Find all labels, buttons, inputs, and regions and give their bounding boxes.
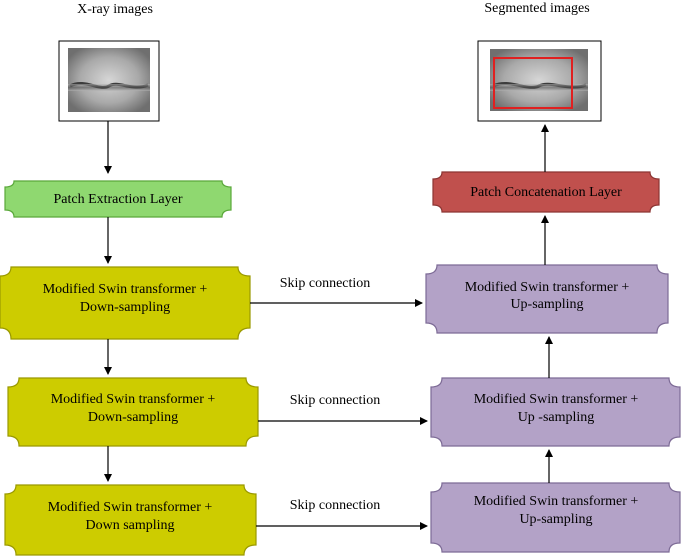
patch-concatenation-label: Patch Concatenation Layer <box>470 185 622 200</box>
up-sampling-block-2: Modified Swin transformer + Up -sampling <box>430 377 681 447</box>
xray-images-header: X-ray images <box>77 2 153 17</box>
segmentation-highlight-box <box>493 57 573 109</box>
patch-extraction-layer: Patch Extraction Layer <box>4 180 232 218</box>
up-2-line-1: Modified Swin transformer + <box>474 392 639 407</box>
skip-connection-label-3: Skip connection <box>290 498 381 513</box>
patch-concatenation-layer: Patch Concatenation Layer <box>432 171 660 213</box>
down-3-line-1: Modified Swin transformer + <box>48 500 213 515</box>
down-2-line-2: Down-sampling <box>88 410 178 425</box>
skip-connection-label-1: Skip connection <box>280 276 371 291</box>
patch-extraction-label: Patch Extraction Layer <box>53 192 182 207</box>
skip-connection-label-2: Skip connection <box>290 393 381 408</box>
up-3-line-1: Modified Swin transformer + <box>474 494 639 509</box>
up-3-line-2: Up-sampling <box>519 512 592 527</box>
down-2-line-1: Modified Swin transformer + <box>51 392 216 407</box>
down-sampling-block-3: Modified Swin transformer + Down samplin… <box>4 484 257 556</box>
down-sampling-block-2: Modified Swin transformer + Down-samplin… <box>7 377 259 447</box>
input-xray-image <box>58 40 160 122</box>
up-sampling-block-1: Modified Swin transformer + Up-sampling <box>425 264 669 334</box>
down-1-line-2: Down-sampling <box>80 300 170 315</box>
segmented-images-header: Segmented images <box>484 1 589 16</box>
up-1-line-1: Modified Swin transformer + <box>465 280 630 295</box>
down-1-line-1: Modified Swin transformer + <box>43 282 208 297</box>
output-segmented-image <box>477 40 602 122</box>
down-3-line-2: Down sampling <box>85 518 174 533</box>
up-1-line-2: Up-sampling <box>510 297 583 312</box>
down-sampling-block-1: Modified Swin transformer + Down-samplin… <box>0 266 251 340</box>
up-2-line-2: Up -sampling <box>518 410 595 425</box>
up-sampling-block-3: Modified Swin transformer + Up-sampling <box>430 482 681 553</box>
